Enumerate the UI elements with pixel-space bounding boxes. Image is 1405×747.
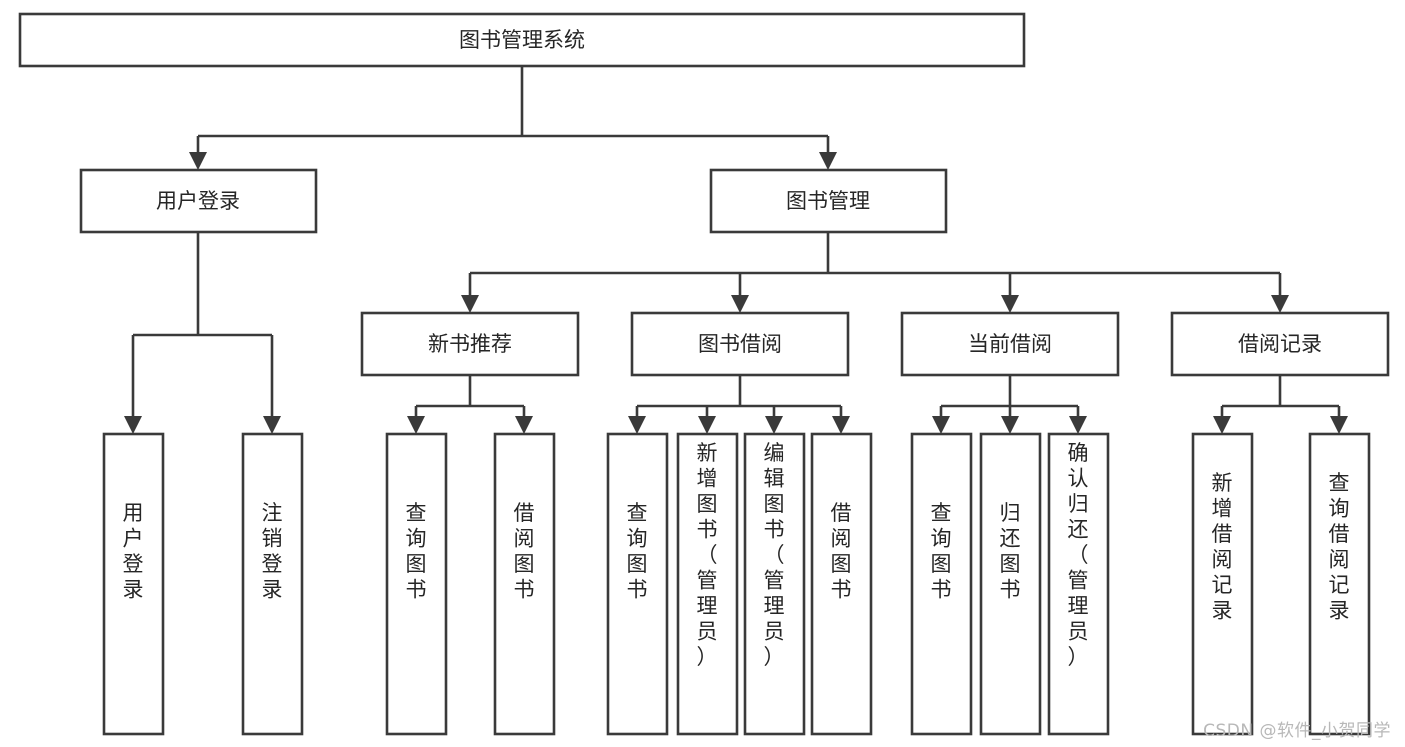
arrow-head-leaf-add-record: [1213, 416, 1231, 434]
arrow-head-book-manage: [819, 152, 837, 170]
node-new-book-rec-box[interactable]: [360, 311, 580, 377]
node-leaf-borrow-book-2-label: 借阅图书: [831, 501, 852, 602]
node-new-book-rec-label: 新书推荐: [428, 332, 512, 356]
node-leaf-add-record-label: 新增借阅记录: [1212, 471, 1233, 623]
node-root[interactable]: 图书管理系统: [18, 12, 1026, 68]
node-leaf-query-book-3[interactable]: 查询图书: [910, 432, 973, 736]
node-leaf-query-book-3-label: 查询图书: [931, 501, 952, 602]
arrow-head-leaf-query-book-1: [407, 416, 425, 434]
node-leaf-add-book-box[interactable]: [676, 432, 739, 736]
node-leaf-query-book-1[interactable]: 查询图书: [385, 432, 448, 736]
node-leaf-query-book-3-box[interactable]: [910, 432, 973, 736]
node-leaf-logout-login-label: 注销登录: [262, 501, 283, 602]
node-leaf-query-book-2-box[interactable]: [606, 432, 669, 736]
node-book-borrow-label: 图书借阅: [698, 332, 782, 356]
arrow-head-leaf-logout-login: [263, 416, 281, 434]
arrow-head-leaf-query-book-3: [932, 416, 950, 434]
node-borrow-record-label: 借阅记录: [1238, 332, 1322, 356]
arrow-head-leaf-query-book-2: [628, 416, 646, 434]
node-leaf-return-book-label: 归还图书: [1000, 501, 1021, 602]
node-borrow-record[interactable]: 借阅记录: [1170, 311, 1390, 377]
arrow-head-user-login: [189, 152, 207, 170]
node-current-borrow-label: 当前借阅: [968, 332, 1052, 356]
connectors: [124, 66, 1348, 434]
node-leaf-borrow-book-2[interactable]: 借阅图书: [810, 432, 873, 736]
node-current-borrow-box[interactable]: [900, 311, 1120, 377]
node-leaf-borrow-book-2-box[interactable]: [810, 432, 873, 736]
node-leaf-query-record[interactable]: 查询借阅记录: [1308, 432, 1371, 736]
node-leaf-add-book[interactable]: 新增图书（管理员）: [676, 432, 739, 736]
node-current-borrow[interactable]: 当前借阅: [900, 311, 1120, 377]
node-leaf-return-book[interactable]: 归还图书: [979, 432, 1042, 736]
node-book-manage[interactable]: 图书管理: [709, 168, 948, 234]
arrow-head-current-borrow: [1001, 295, 1019, 313]
node-leaf-query-record-label: 查询借阅记录: [1329, 471, 1350, 623]
node-leaf-borrow-book-1-label: 借阅图书: [514, 501, 535, 602]
node-user-login-box[interactable]: [79, 168, 318, 234]
arrow-head-leaf-return-book: [1001, 416, 1019, 434]
node-leaf-query-book-1-label: 查询图书: [406, 501, 427, 602]
node-leaf-query-record-box[interactable]: [1308, 432, 1371, 736]
node-leaf-add-book-label: 新增图书（管理员）: [697, 441, 718, 669]
node-book-manage-box[interactable]: [709, 168, 948, 234]
node-root-label: 图书管理系统: [459, 28, 585, 52]
node-leaf-borrow-book-1[interactable]: 借阅图书: [493, 432, 556, 736]
node-leaf-logout-login[interactable]: 注销登录: [241, 432, 304, 736]
arrow-head-leaf-query-record: [1330, 416, 1348, 434]
node-leaf-edit-book-label: 编辑图书（管理员）: [764, 441, 785, 669]
arrow-head-leaf-user-login: [124, 416, 142, 434]
node-leaf-add-record[interactable]: 新增借阅记录: [1191, 432, 1254, 736]
node-leaf-confirm-return-label: 确认归还（管理员）: [1068, 441, 1089, 669]
arrow-head-borrow-record: [1271, 295, 1289, 313]
node-book-borrow-box[interactable]: [630, 311, 850, 377]
arrow-head-new-book-rec: [461, 295, 479, 313]
arrow-head-book-borrow: [731, 295, 749, 313]
node-leaf-query-book-1-box[interactable]: [385, 432, 448, 736]
node-leaf-return-book-box[interactable]: [979, 432, 1042, 736]
arrow-head-leaf-confirm-return: [1069, 416, 1087, 434]
node-leaf-query-book-2-label: 查询图书: [627, 501, 648, 602]
node-root-box[interactable]: [18, 12, 1026, 68]
node-leaf-query-book-2[interactable]: 查询图书: [606, 432, 669, 736]
node-book-manage-label: 图书管理: [786, 189, 870, 213]
node-leaf-borrow-book-1-box[interactable]: [493, 432, 556, 736]
node-user-login-label: 用户登录: [156, 189, 240, 213]
node-leaf-user-login-box[interactable]: [102, 432, 165, 736]
arrow-head-leaf-edit-book: [765, 416, 783, 434]
node-new-book-rec[interactable]: 新书推荐: [360, 311, 580, 377]
node-leaf-confirm-return-box[interactable]: [1047, 432, 1110, 736]
arrow-head-leaf-borrow-book-2: [832, 416, 850, 434]
arrow-head-leaf-borrow-book-1: [515, 416, 533, 434]
node-leaf-edit-book-box[interactable]: [743, 432, 806, 736]
node-leaf-edit-book[interactable]: 编辑图书（管理员）: [743, 432, 806, 736]
watermark-text: CSDN @软件_小贺同学: [1203, 721, 1391, 741]
node-borrow-record-box[interactable]: [1170, 311, 1390, 377]
node-leaf-add-record-box[interactable]: [1191, 432, 1254, 736]
node-leaf-user-login-label: 用户登录: [123, 501, 144, 602]
node-leaf-logout-login-box[interactable]: [241, 432, 304, 736]
node-book-borrow[interactable]: 图书借阅: [630, 311, 850, 377]
node-leaf-confirm-return[interactable]: 确认归还（管理员）: [1047, 432, 1110, 736]
arrow-head-leaf-add-book: [698, 416, 716, 434]
node-user-login[interactable]: 用户登录: [79, 168, 318, 234]
node-leaf-user-login[interactable]: 用户登录: [102, 432, 165, 736]
